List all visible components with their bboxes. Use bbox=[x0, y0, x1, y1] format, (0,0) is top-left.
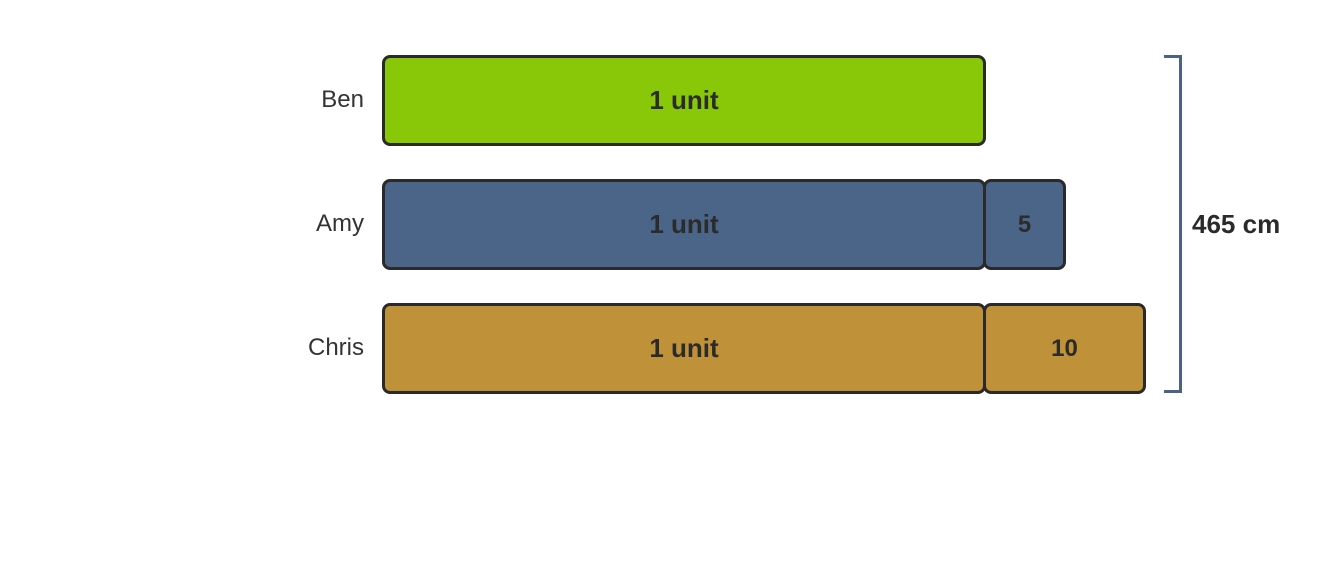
ben-unit-bar: 1 unit bbox=[382, 55, 986, 146]
ben-unit-label: 1 unit bbox=[649, 85, 719, 115]
chris-unit-label: 1 unit bbox=[649, 333, 719, 363]
amy-unit-bar: 1 unit bbox=[382, 179, 986, 270]
amy-extra-label: 5 bbox=[1017, 210, 1032, 238]
amy-extra-bar: 5 bbox=[983, 179, 1066, 270]
amy-unit-label: 1 unit bbox=[649, 209, 719, 239]
chris-extra-label: 10 bbox=[1051, 334, 1078, 362]
chris-extra-bar: 10 bbox=[983, 303, 1146, 394]
row-label-amy: Amy bbox=[316, 210, 364, 237]
row-label-chris: Chris bbox=[307, 334, 364, 361]
row-label-ben: Ben bbox=[321, 86, 364, 113]
total-bracket bbox=[1164, 55, 1182, 393]
chris-unit-bar: 1 unit bbox=[382, 303, 986, 394]
total-label: 465 cm bbox=[1192, 209, 1281, 239]
